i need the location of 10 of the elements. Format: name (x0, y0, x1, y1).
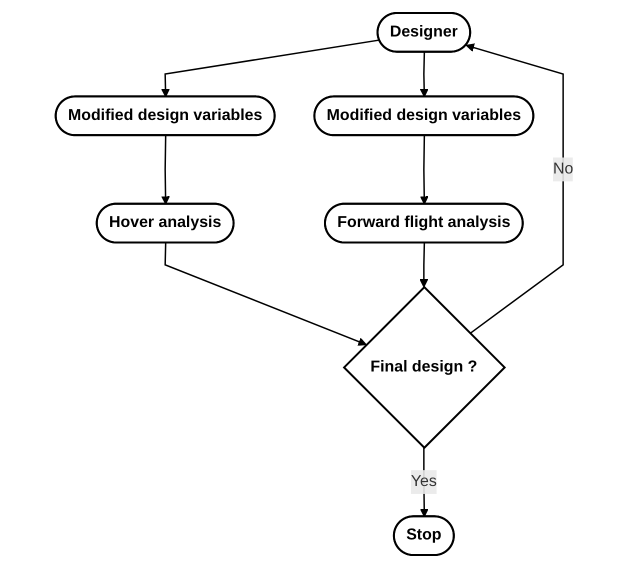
arrow (419, 242, 428, 288)
arrow (466, 43, 564, 334)
edge-label: No (552, 160, 574, 178)
arrow (164, 242, 367, 346)
arrow (161, 39, 380, 98)
arrow (420, 52, 429, 98)
edge-label: Yes (410, 473, 437, 490)
arrow (161, 136, 170, 205)
node-diamond: Final design ? (342, 286, 506, 450)
arrow (420, 136, 429, 205)
